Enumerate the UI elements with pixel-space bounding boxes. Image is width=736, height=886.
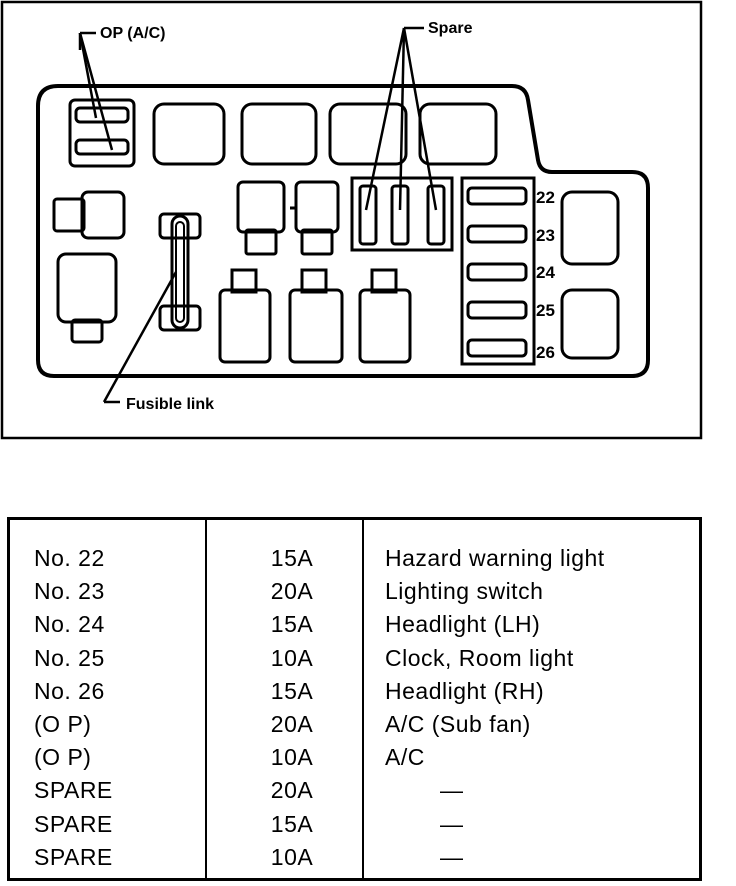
fuse-cell: No. 22 [34, 545, 105, 571]
amp-cell: 20A [270, 578, 314, 605]
amp-cell: 15A [270, 677, 314, 704]
fuse-cell: No. 26 [34, 677, 105, 704]
spare-leader [364, 26, 438, 211]
amp-cell: 15A [270, 545, 314, 571]
amp-cell: 20A [270, 710, 314, 737]
table-row: No. 22 15A Hazard warning light [10, 542, 699, 575]
relay-mid-1 [236, 180, 286, 256]
circuit-cell: — [440, 843, 464, 870]
fuse-cell: No. 23 [34, 578, 105, 605]
circuit-cell: Hazard warning light [385, 545, 605, 571]
fuse-cell: SPARE [34, 777, 113, 804]
circuit-cell: — [440, 810, 464, 837]
table-row: No. 23 20A Lighting switch [10, 575, 699, 608]
relay-left-lower [56, 252, 118, 344]
table-body: No. 22 15A Hazard warning light No. 23 20A L… [10, 542, 699, 874]
amp-cell: 10A [270, 843, 314, 870]
relay-top-3 [328, 102, 408, 166]
circuit-cell: A/C [385, 744, 425, 771]
amp-cell: 20A [270, 777, 314, 804]
relay-bottom-2 [288, 268, 344, 364]
circuit-cell: Headlight (LH) [385, 611, 541, 638]
relay-bottom-1 [218, 268, 272, 364]
op-ac-label: OP (A/C) [100, 25, 165, 42]
amp-cell: 15A [270, 810, 314, 837]
circuit-cell: A/C (Sub fan) [385, 710, 531, 737]
fusible-link-leader [102, 271, 178, 404]
table-row: SPARE 20A — [10, 774, 699, 807]
connector-left-upper [52, 190, 126, 240]
table-row: No. 25 10A Clock, Room light [10, 642, 699, 675]
fuse-box-outline [36, 84, 650, 378]
spare-label: Spare [428, 20, 473, 37]
relay-right-lower [560, 288, 620, 360]
amp-cell: 15A [270, 611, 314, 638]
relay-top-4 [418, 102, 498, 166]
fusible-link [158, 212, 202, 332]
fuse-number-23: 23 [536, 226, 555, 245]
fuse-cell: No. 25 [34, 644, 105, 671]
table-column-divider-1 [205, 520, 207, 878]
circuit-cell: Clock, Room light [385, 644, 574, 671]
fuse-box-diagram: 22 23 24 25 26 OP (A/C) Spare Fusible li… [0, 0, 736, 440]
table-row: (O P) 10A A/C [10, 741, 699, 774]
fuse-number-26: 26 [536, 343, 555, 362]
op-ac-leader [78, 31, 114, 151]
relay-top-2 [240, 102, 318, 166]
table-row: (O P) 20A A/C (Sub fan) [10, 708, 699, 741]
spare-fuse-holder [350, 176, 454, 252]
relay-right-upper [560, 190, 620, 266]
fuse-cell: (O P) [34, 710, 92, 737]
table-row: No. 24 15A Headlight (LH) [10, 608, 699, 641]
relay-bottom-3 [358, 268, 412, 364]
relay-mid-2 [290, 180, 340, 256]
table-row: SPARE 15A — [10, 808, 699, 841]
fuse-cell: (O P) [34, 744, 92, 771]
table-row: SPARE 10A — [10, 841, 699, 874]
circuit-cell: — [440, 777, 464, 804]
fuse-number-24: 24 [536, 263, 555, 282]
fuse-cell: SPARE [34, 843, 113, 870]
fuse-table: No. 22 15A Hazard warning light No. 23 20A L… [7, 517, 702, 881]
fuse-block-22-26 [460, 176, 536, 366]
amp-cell: 10A [270, 744, 314, 771]
circuit-cell: Lighting switch [385, 578, 544, 605]
table-row: No. 26 15A Headlight (RH) [10, 675, 699, 708]
op-fuse-holder [68, 98, 136, 168]
fuse-cell: SPARE [34, 810, 113, 837]
circuit-cell: Headlight (RH) [385, 677, 545, 704]
amp-cell: 10A [270, 644, 314, 671]
fuse-cell: No. 24 [34, 611, 105, 638]
relay-top-1 [152, 102, 226, 166]
table-column-divider-2 [362, 520, 364, 878]
diagram-frame [0, 0, 703, 440]
fusible-link-label: Fusible link [126, 396, 214, 413]
fuse-number-25: 25 [536, 301, 555, 320]
fuse-number-22: 22 [536, 188, 555, 207]
